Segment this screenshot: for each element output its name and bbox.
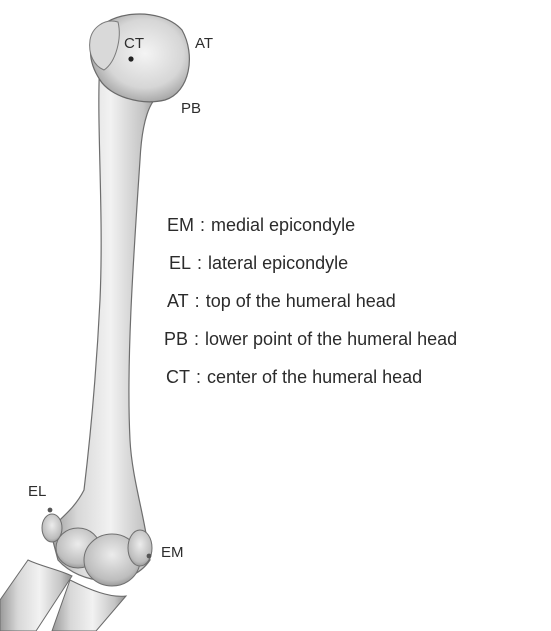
legend-text: lateral epicondyle bbox=[208, 253, 348, 273]
legend-separator: : bbox=[196, 368, 201, 386]
landmark-label-el: EL bbox=[28, 484, 46, 499]
em-point bbox=[147, 554, 152, 559]
legend-abbr: AT bbox=[167, 292, 189, 310]
legend-abbr: CT bbox=[166, 368, 190, 386]
legend-item: EM: medial epicondyle bbox=[160, 216, 545, 254]
lateral-epicondyle-bulge bbox=[42, 514, 62, 542]
el-point bbox=[48, 508, 53, 513]
legend-text: medial epicondyle bbox=[211, 215, 355, 235]
legend-separator: : bbox=[197, 254, 202, 272]
landmark-label-em: EM bbox=[161, 545, 184, 560]
legend-separator: : bbox=[195, 292, 200, 310]
legend-item: EL: lateral epicondyle bbox=[160, 254, 545, 292]
legend-separator: : bbox=[200, 216, 205, 234]
legend-separator: : bbox=[194, 330, 199, 348]
ct-point bbox=[128, 56, 133, 61]
humerus-shaft bbox=[50, 60, 160, 581]
legend-text: top of the humeral head bbox=[206, 291, 396, 311]
legend-abbr: EL bbox=[169, 254, 191, 272]
legend-text: lower point of the humeral head bbox=[205, 329, 457, 349]
medial-epicondyle-bulge bbox=[128, 530, 152, 566]
legend-item: CT: center of the humeral head bbox=[160, 368, 545, 406]
landmark-label-pb: PB bbox=[181, 101, 201, 116]
landmark-label-at: AT bbox=[195, 36, 213, 51]
legend-item: PB: lower point of the humeral head bbox=[160, 330, 545, 368]
legend-text: center of the humeral head bbox=[207, 367, 422, 387]
legend-abbr: EM bbox=[167, 216, 194, 234]
landmark-legend: EM: medial epicondyle EL: lateral epicondy… bbox=[160, 216, 545, 406]
legend-abbr: PB bbox=[164, 330, 188, 348]
landmark-label-ct: CT bbox=[124, 36, 144, 51]
legend-item: AT: top of the humeral head bbox=[160, 292, 545, 330]
